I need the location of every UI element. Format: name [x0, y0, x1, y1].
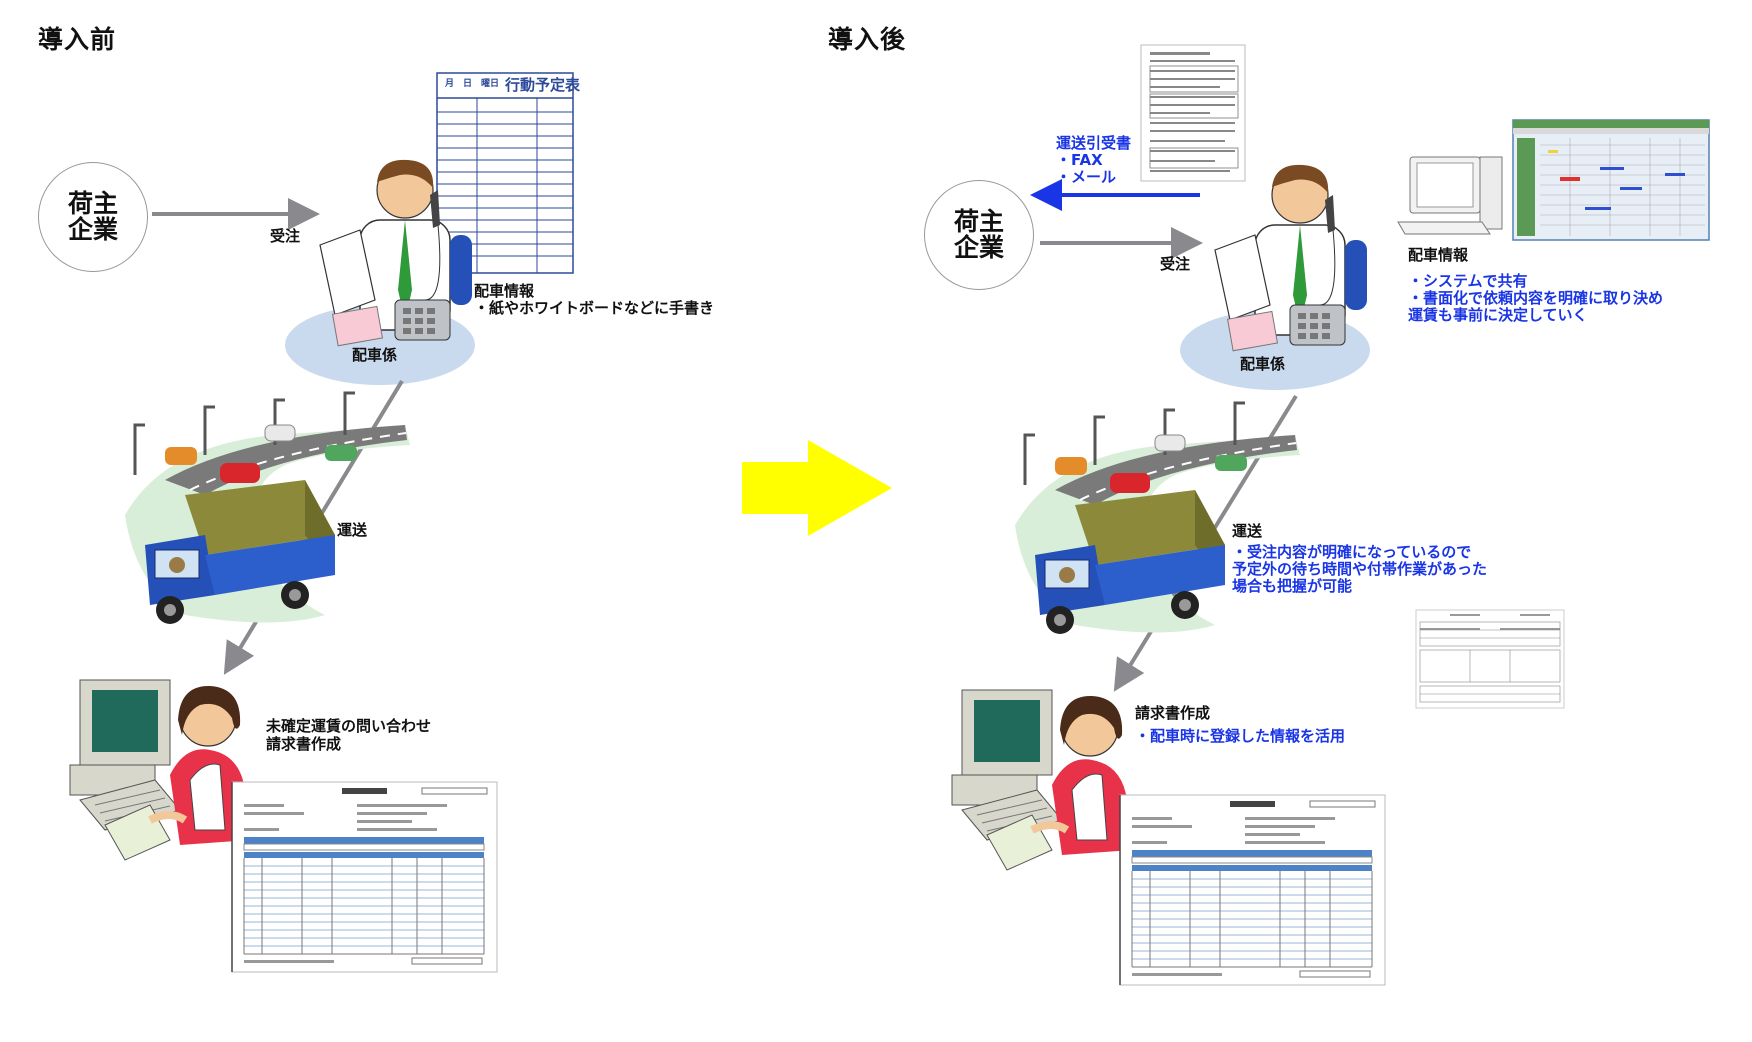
- before-dispatch-info-note: ・紙やホワイトボードなどに手書き: [474, 299, 715, 317]
- after-clerk-illustration: [952, 690, 1132, 870]
- before-schedule-date-header: 月 日 曜日: [445, 79, 500, 89]
- before-clerk-illustration: [70, 680, 250, 860]
- after-dispatch-note-3: 運賃も事前に決定していく: [1408, 306, 1588, 324]
- after-receipt-mail: ・メール: [1056, 168, 1117, 186]
- before-shipper-circle: 荷主 企業: [38, 162, 148, 272]
- before-truck-illustration: [123, 391, 412, 626]
- after-truck-illustration: [1013, 401, 1302, 636]
- after-system-screen: [1512, 119, 1710, 241]
- before-invoice-document: [231, 781, 498, 973]
- after-title: 導入後: [828, 25, 907, 54]
- after-transport-label: 運送: [1232, 522, 1263, 540]
- after-billing-title: 請求書作成: [1135, 704, 1211, 722]
- before-transport-label: 運送: [337, 521, 368, 539]
- after-shipper-line1: 荷主: [953, 207, 1004, 236]
- after-dispatcher-label: 配車係: [1240, 355, 1286, 373]
- after-billing-note: ・配車時に登録した情報を活用: [1135, 727, 1346, 745]
- after-transport-note-1: ・受注内容が明確になっているので: [1232, 543, 1472, 561]
- after-computer-illustration: [1397, 156, 1503, 235]
- after-receipt-fax: ・FAX: [1056, 151, 1103, 169]
- after-transport-note-2: 予定外の待ち時間や付帯作業があった: [1232, 560, 1488, 578]
- after-shipper-circle: 荷主 企業: [924, 180, 1034, 290]
- after-receipt-document: [1140, 44, 1246, 182]
- before-billing-line2: 請求書作成: [266, 735, 342, 753]
- after-shipper-line2: 企業: [953, 233, 1004, 262]
- after-invoice-document: [1119, 794, 1386, 986]
- before-billing-line1: 未確定運賃の問い合わせ: [266, 717, 432, 735]
- after-order-label: 受注: [1160, 255, 1191, 273]
- before-shipper-line1: 荷主: [67, 189, 118, 218]
- after-receipt-title: 運送引受書: [1056, 134, 1132, 152]
- after-dispatch-note-2: ・書面化で依頼内容を明確に取り決め: [1408, 289, 1664, 307]
- after-transport-note-3: 場合も把握が可能: [1232, 577, 1353, 595]
- after-dispatch-note-1: ・システムで共有: [1408, 272, 1528, 290]
- before-order-label: 受注: [270, 227, 301, 245]
- before-dispatcher-label: 配車係: [352, 346, 398, 364]
- before-title: 導入前: [38, 25, 117, 54]
- before-dispatch-info-title: 配車情報: [474, 282, 535, 300]
- after-dispatch-info-title: 配車情報: [1408, 246, 1469, 264]
- before-schedule-title: 行動予定表: [505, 76, 581, 94]
- after-order-form-document: [1415, 609, 1565, 709]
- before-shipper-line2: 企業: [67, 215, 118, 244]
- big-yellow-arrow: [742, 440, 892, 536]
